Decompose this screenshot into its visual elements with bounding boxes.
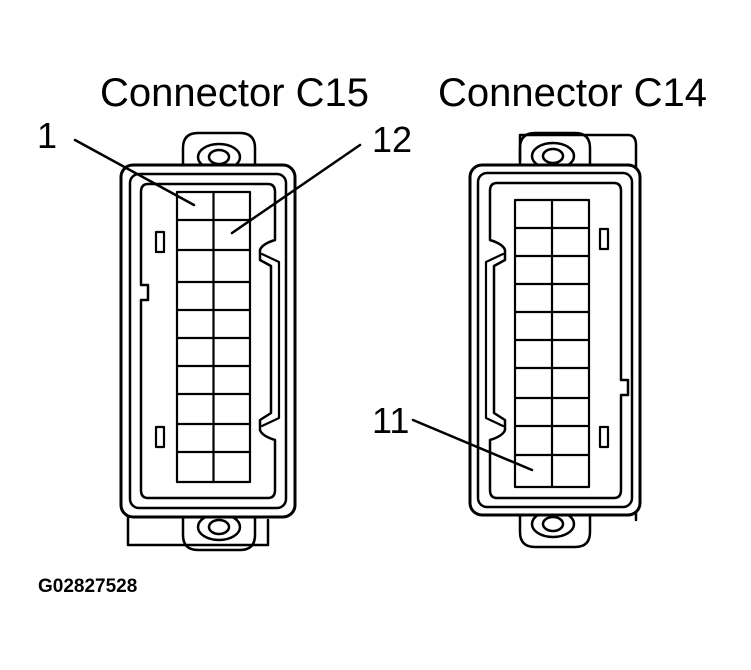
figure-code: G02827528 [38,576,137,597]
c15-pin-grid [175,190,252,484]
connector-c15 [73,131,362,552]
pin-1-label: 1 [37,115,57,156]
connector-c14 [411,131,642,549]
c15-housing-outer [119,163,297,519]
c15-side-rib [260,252,281,428]
c14-pin-grid [513,198,591,489]
c14-side-rib [484,252,505,428]
pin-12-leader-line [230,143,362,235]
connector-c15-title: Connector C15 [100,71,369,115]
c15-housing-rim [128,172,288,510]
c14-housing-rim [476,171,634,509]
c14-latch-slot-lower [598,425,610,449]
connector-c14-title: Connector C14 [438,71,707,115]
c15-latch-slot-upper [154,230,166,254]
pin-1-leader-line [73,138,196,207]
pin-11-leader-line [411,418,534,472]
c14-latch-slot-upper [598,227,610,251]
c14-shadow-edge [518,133,638,522]
c14-bottom-mounting-tab [518,509,592,549]
pin-11-label: 11 [372,400,409,441]
c15-latch-slot-lower [154,425,166,449]
c14-inner-wall [488,181,630,500]
c15-inner-wall [139,182,277,500]
pin-12-label: 12 [372,119,412,160]
